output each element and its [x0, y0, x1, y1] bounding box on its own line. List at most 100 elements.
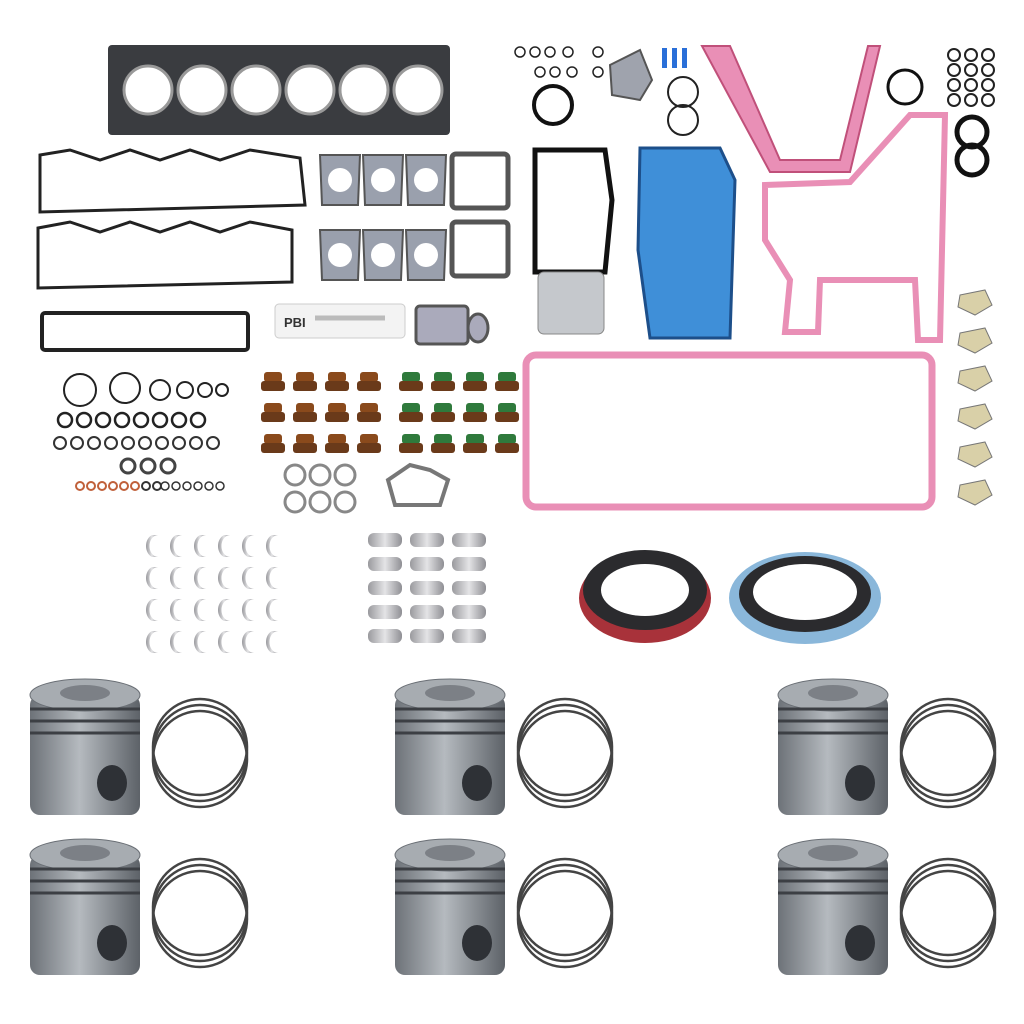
valve-seal [466, 403, 484, 413]
o-ring [170, 411, 188, 429]
o-ring [97, 481, 107, 491]
valve-seal-base [293, 381, 317, 391]
valve-seal [498, 372, 516, 382]
valve-seal-base [261, 381, 285, 391]
piston-bowl [808, 845, 858, 861]
o-ring [176, 381, 194, 399]
piston-pin-ring [283, 463, 307, 487]
o-ring [159, 457, 177, 475]
o-ring [75, 481, 85, 491]
o-ring [592, 66, 604, 78]
o-ring [964, 78, 978, 92]
clip [957, 289, 993, 316]
o-ring [886, 68, 924, 106]
valve-seal [466, 434, 484, 444]
rod-bearing-shell [193, 567, 206, 589]
square-gasket [449, 219, 511, 279]
pin-bore [462, 925, 492, 961]
piston-body [30, 855, 140, 975]
valve-seal-base [463, 412, 487, 422]
main-bearing-shell [452, 533, 486, 547]
rod-bearing-shell [145, 631, 158, 653]
pin-bore [97, 765, 127, 801]
rear-cover-gasket [700, 45, 882, 173]
piston-ring [899, 857, 997, 957]
rod-bearing-shell [145, 535, 158, 557]
o-ring [197, 382, 213, 398]
o-ring [215, 383, 229, 397]
valve-seal-base [463, 443, 487, 453]
main-bearing-shell [368, 557, 402, 571]
piston-ring [151, 857, 249, 957]
o-ring [206, 436, 220, 450]
o-ring [104, 436, 118, 450]
valve-seal [328, 403, 346, 413]
valve-seal-base [293, 412, 317, 422]
clips [957, 289, 993, 506]
clip [957, 327, 993, 354]
o-ring [151, 411, 169, 429]
o-ring [113, 411, 131, 429]
piston-ring [516, 703, 614, 803]
o-ring [171, 481, 181, 491]
piston-pin-ring [333, 463, 357, 487]
o-ring [981, 93, 995, 107]
main-bearing-shell [452, 605, 486, 619]
piston-ring [151, 703, 249, 803]
bracket-gasket [385, 462, 451, 507]
blue-gasket [636, 146, 737, 340]
valve-seal [360, 434, 378, 444]
rod-bearing-shell [169, 535, 182, 557]
o-ring [947, 63, 961, 77]
valve-stem-seals [261, 372, 519, 453]
valve-seal-base [261, 443, 285, 453]
piston-ring [899, 869, 997, 969]
rod-bearing-shell [169, 599, 182, 621]
cylinder-bore [176, 64, 228, 116]
o-ring [964, 48, 978, 62]
rod-bearings [145, 535, 278, 653]
rod-bearing-shell [217, 631, 230, 653]
cylinder-bore [230, 64, 282, 116]
exhaust-port [414, 168, 438, 192]
piston-ring [899, 709, 997, 809]
piston-ring [516, 863, 614, 963]
piston-ring [516, 857, 614, 957]
valve-seal-base [495, 381, 519, 391]
valve-seal [498, 403, 516, 413]
exhaust-port [371, 168, 395, 192]
valve-seal-base [399, 412, 423, 422]
valve-seal [466, 372, 484, 382]
valve-cover-gasket [38, 148, 307, 214]
piston-body [778, 695, 888, 815]
valve-seal [402, 434, 420, 444]
rod-bearing-shell [169, 567, 182, 589]
main-bearing-shell [452, 629, 486, 643]
piston-ring [151, 869, 249, 969]
o-ring [514, 46, 526, 58]
main-bearing-shell [410, 557, 444, 571]
exhaust-manifold-gaskets [318, 154, 448, 281]
valve-seal [402, 403, 420, 413]
valve-seal [264, 403, 282, 413]
o-ring [139, 457, 157, 475]
o-ring [562, 46, 574, 58]
piston-bowl [808, 685, 858, 701]
turbo-gasket [414, 304, 470, 346]
valve-seal-base [399, 443, 423, 453]
piston-body [30, 695, 140, 815]
valve-seal [434, 403, 452, 413]
o-ring [75, 411, 93, 429]
small-gasket [466, 312, 490, 344]
main-bearings [368, 533, 486, 643]
o-ring [532, 84, 574, 126]
valve-seal-base [357, 381, 381, 391]
o-ring [152, 481, 162, 491]
piston-bowl [425, 845, 475, 861]
o-ring [592, 46, 604, 58]
o-ring [149, 379, 171, 401]
o-ring [53, 436, 67, 450]
valve-seal-base [325, 443, 349, 453]
pistons [29, 678, 997, 975]
